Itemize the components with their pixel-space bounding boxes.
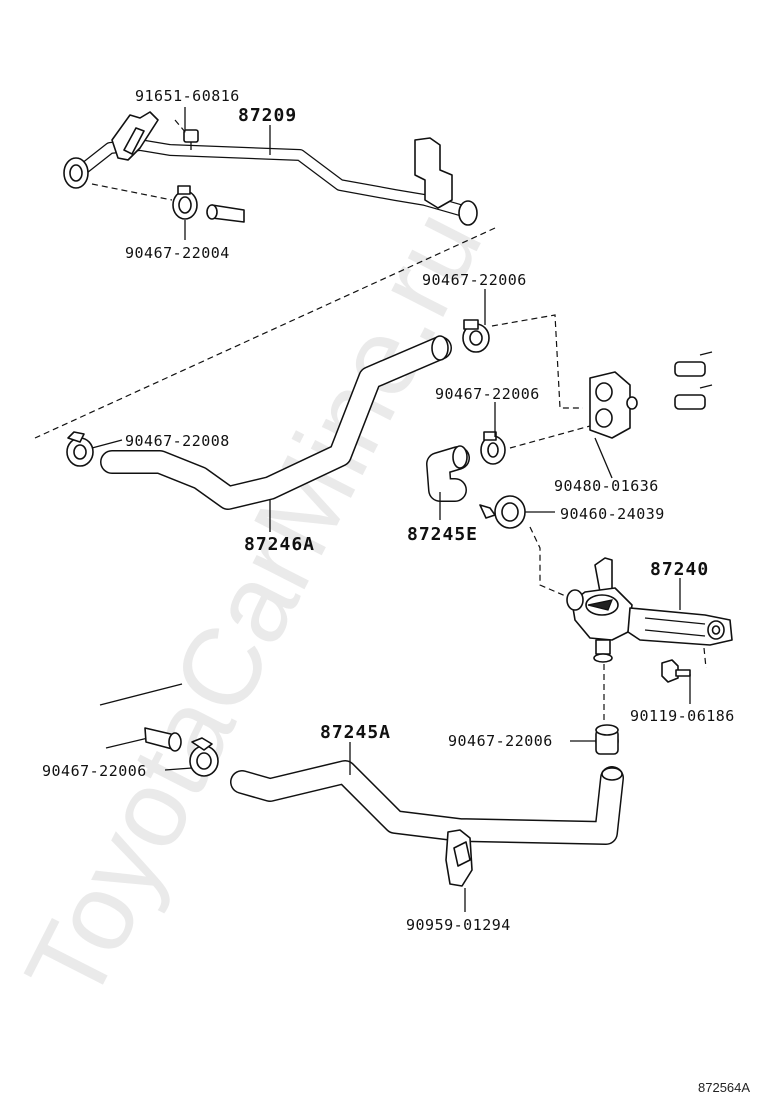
clip-90959-01294 <box>445 829 473 887</box>
bolt-91651 <box>183 129 199 150</box>
hose-87245A <box>230 760 624 845</box>
pipe-87209 <box>63 111 478 226</box>
watermark: ToyotaCarMine.ru <box>2 192 506 1021</box>
label-90119-06186: 90119-06186 <box>630 707 735 725</box>
label-90467-22006-mid: 90467-22006 <box>435 385 540 403</box>
clamp-90467-22004 <box>172 185 198 220</box>
label-87240: 87240 <box>650 559 709 580</box>
label-87245E: 87245E <box>407 524 478 545</box>
hose-stub-lower-left <box>144 727 182 752</box>
leader-lines <box>91 107 691 912</box>
label-90467-22008: 90467-22008 <box>125 432 230 450</box>
label-91651-60816: 91651-60816 <box>135 87 240 105</box>
label-87246A: 87246A <box>244 534 315 555</box>
label-90467-22006-lower-left: 90467-22006 <box>42 762 147 780</box>
lower-left-line-b <box>105 737 149 749</box>
label-90480-01636: 90480-01636 <box>554 477 659 495</box>
hose-87245E <box>426 445 470 502</box>
bolt-90119-06186 <box>661 659 691 683</box>
clamp-90467-22008 <box>66 431 94 467</box>
clamp-90467-22006-lower-left <box>189 737 219 777</box>
valve-87240 <box>566 557 733 663</box>
figure-id: 872564A <box>698 1080 750 1095</box>
hose-stub-top <box>206 204 245 223</box>
label-90460-24039: 90460-24039 <box>560 505 665 523</box>
clamp-90460-24039 <box>479 495 526 529</box>
clamp-90467-22006-lower-right <box>595 724 619 755</box>
label-87209: 87209 <box>238 105 297 126</box>
label-90467-22006-lower-right: 90467-22006 <box>448 732 553 750</box>
clamp-90467-22006-mid <box>480 431 506 465</box>
bolts-upper-right <box>674 351 713 410</box>
label-90959-01294: 90959-01294 <box>406 916 511 934</box>
label-90467-22006-top: 90467-22006 <box>422 271 527 289</box>
hose-87246A <box>100 335 452 510</box>
clamp-90467-22006-top <box>462 319 490 353</box>
grommet-90480-01636 <box>589 371 638 439</box>
lower-left-line-a <box>99 683 183 706</box>
label-90467-22004: 90467-22004 <box>125 244 230 262</box>
label-87245A: 87245A <box>320 722 391 743</box>
